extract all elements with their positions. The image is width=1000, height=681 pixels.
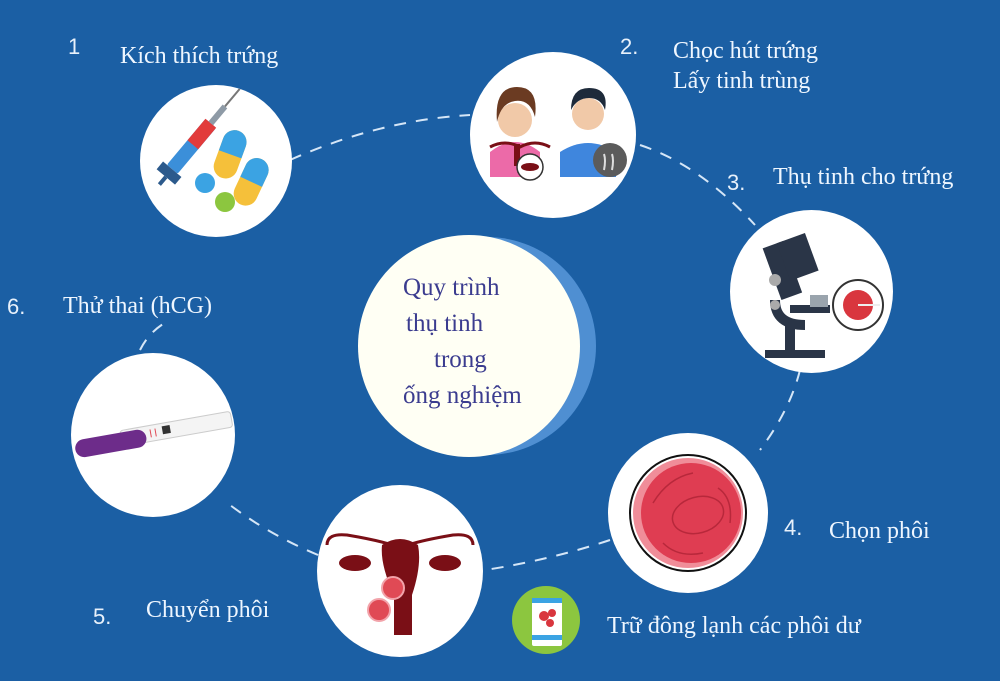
syringe-and-pills-icon — [140, 85, 292, 237]
step-4-label: Chọn phôi — [829, 518, 930, 544]
uterus-icon — [317, 485, 483, 657]
step-5-label: Chuyển phôi — [146, 597, 270, 623]
process-title-circle: Quy trình thụ tinh trong ống nghiệm — [358, 235, 580, 457]
freeze-embryos-label: Trữ đông lạnh các phôi dư — [607, 613, 861, 639]
pregnancy-test-icon — [71, 353, 235, 517]
embryo-icon — [608, 433, 768, 593]
title-line-3: trong — [434, 346, 487, 373]
step-6-number: 6. — [7, 294, 26, 319]
step-3-number: 3. — [727, 170, 746, 195]
step-1-number: 1 — [68, 34, 81, 59]
step-2-label-line-1: Chọc hút trứng — [673, 38, 818, 64]
title-line-1: Quy trình — [403, 274, 500, 301]
step-2-label-line-2: Lấy tinh trùng — [673, 68, 811, 94]
step-4-number: 4. — [784, 515, 803, 540]
title-line-4: ống nghiệm — [403, 382, 522, 409]
frozen-embryo-jar-icon — [512, 586, 580, 654]
step-3-label: Thụ tinh cho trứng — [773, 164, 954, 190]
step-5-number: 5. — [93, 604, 112, 629]
step-2-number: 2. — [620, 34, 639, 59]
step-1-label: Kích thích trứng — [120, 43, 279, 69]
step-6-label: Thử thai (hCG) — [63, 293, 212, 319]
woman-and-man-icon — [470, 52, 636, 218]
microscope-icon — [730, 210, 893, 373]
title-line-2: thụ tinh — [406, 310, 484, 337]
